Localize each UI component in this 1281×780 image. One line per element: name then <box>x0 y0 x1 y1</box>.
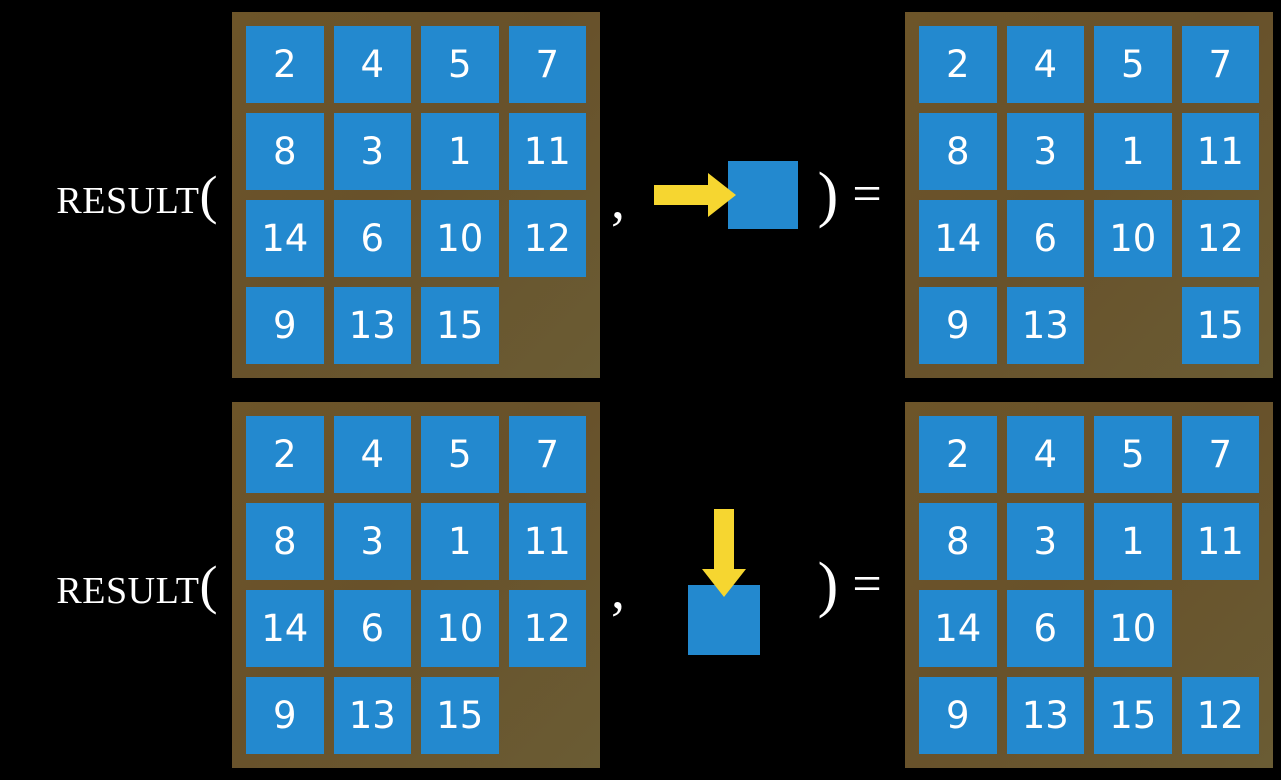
input-board-2: 2 4 5 7 8 3 1 11 14 6 10 12 9 13 15 <box>232 402 600 768</box>
tile[interactable]: 6 <box>333 590 411 667</box>
tile[interactable]: 10 <box>421 590 499 667</box>
tile[interactable]: 14 <box>919 590 997 667</box>
tile[interactable]: 8 <box>246 113 324 190</box>
arrow-right-icon <box>654 185 712 205</box>
action-move-right[interactable] <box>636 105 811 285</box>
tile[interactable]: 9 <box>919 677 997 754</box>
tile[interactable]: 9 <box>919 287 997 364</box>
equation-row-1: Result( 2 4 5 7 8 3 1 11 14 6 10 12 9 13… <box>56 12 1273 378</box>
tile[interactable]: 7 <box>508 416 586 493</box>
tile[interactable]: 8 <box>246 503 324 580</box>
result-function-label-2: Result( <box>56 555 218 615</box>
tile[interactable]: 5 <box>1094 416 1172 493</box>
tile[interactable]: 15 <box>421 287 499 364</box>
output-board-2: 2 4 5 7 8 3 1 11 14 6 10 9 13 15 12 <box>905 402 1273 768</box>
tile[interactable]: 11 <box>508 113 586 190</box>
tile[interactable]: 13 <box>1006 677 1084 754</box>
tile[interactable]: 10 <box>1094 590 1172 667</box>
tile[interactable]: 1 <box>1094 113 1172 190</box>
equals-sign: = <box>852 556 882 613</box>
output-board-1: 2 4 5 7 8 3 1 11 14 6 10 12 9 13 15 <box>905 12 1273 378</box>
tile[interactable]: 8 <box>919 113 997 190</box>
tile[interactable]: 7 <box>508 26 586 103</box>
tile[interactable]: 14 <box>919 200 997 277</box>
blank-cell <box>1094 287 1172 364</box>
input-board-1: 2 4 5 7 8 3 1 11 14 6 10 12 9 13 15 <box>232 12 600 378</box>
action-move-down[interactable] <box>636 495 811 675</box>
tile[interactable]: 6 <box>1006 200 1084 277</box>
tile[interactable]: 15 <box>1181 287 1259 364</box>
tile[interactable]: 4 <box>333 26 411 103</box>
tile[interactable]: 6 <box>1006 590 1084 667</box>
close-paren: ) <box>817 551 839 619</box>
tile[interactable]: 14 <box>246 590 324 667</box>
input-board-2-grid: 2 4 5 7 8 3 1 11 14 6 10 12 9 13 15 <box>246 416 586 754</box>
tile[interactable]: 2 <box>919 26 997 103</box>
tile[interactable]: 6 <box>333 200 411 277</box>
tile[interactable]: 3 <box>1006 503 1084 580</box>
output-board-1-grid: 2 4 5 7 8 3 1 11 14 6 10 12 9 13 15 <box>919 26 1259 364</box>
tile[interactable]: 12 <box>1181 677 1259 754</box>
tile[interactable]: 9 <box>246 677 324 754</box>
tile[interactable]: 3 <box>333 113 411 190</box>
equals-sign: = <box>852 166 882 223</box>
tile[interactable]: 9 <box>246 287 324 364</box>
tile[interactable]: 13 <box>1006 287 1084 364</box>
tile[interactable]: 8 <box>919 503 997 580</box>
comma-separator: , <box>611 169 625 231</box>
tile[interactable]: 3 <box>1006 113 1084 190</box>
arrow-down-icon-head <box>702 569 746 597</box>
tile[interactable]: 4 <box>333 416 411 493</box>
tile[interactable]: 15 <box>421 677 499 754</box>
arrow-right-icon-head <box>708 173 736 217</box>
tile[interactable]: 14 <box>246 200 324 277</box>
tile[interactable]: 2 <box>919 416 997 493</box>
tile[interactable]: 1 <box>421 113 499 190</box>
tile[interactable]: 12 <box>508 200 586 277</box>
tile[interactable]: 1 <box>421 503 499 580</box>
tile[interactable]: 7 <box>1181 416 1259 493</box>
tile[interactable]: 15 <box>1094 677 1172 754</box>
blank-cell <box>509 287 587 364</box>
tile[interactable]: 5 <box>421 416 499 493</box>
tile[interactable]: 3 <box>333 503 411 580</box>
close-paren: ) <box>817 161 839 229</box>
tile[interactable]: 12 <box>1181 200 1259 277</box>
tile[interactable]: 5 <box>421 26 499 103</box>
action-tile <box>728 161 798 229</box>
tile[interactable]: 13 <box>333 677 411 754</box>
equation-row-2: Result( 2 4 5 7 8 3 1 11 14 6 10 12 9 13… <box>0 390 1281 780</box>
blank-cell <box>1182 590 1260 667</box>
tile[interactable]: 4 <box>1006 416 1084 493</box>
tile[interactable]: 11 <box>508 503 586 580</box>
tile[interactable]: 5 <box>1094 26 1172 103</box>
tile[interactable]: 11 <box>1181 113 1259 190</box>
tile[interactable]: 4 <box>1006 26 1084 103</box>
operator-group-2: , ) = <box>600 402 905 768</box>
tile[interactable]: 12 <box>508 590 586 667</box>
tile[interactable]: 13 <box>333 287 411 364</box>
arrow-down-icon <box>714 509 734 573</box>
tile[interactable]: 10 <box>421 200 499 277</box>
input-board-1-grid: 2 4 5 7 8 3 1 11 14 6 10 12 9 13 15 <box>246 26 586 364</box>
tile[interactable]: 11 <box>1181 503 1259 580</box>
result-function-label-1: Result( <box>56 165 218 225</box>
operator-group-1: , ) = <box>600 12 905 378</box>
tile[interactable]: 10 <box>1094 200 1172 277</box>
blank-cell <box>509 677 587 754</box>
tile[interactable]: 1 <box>1094 503 1172 580</box>
tile[interactable]: 2 <box>246 26 324 103</box>
tile[interactable]: 2 <box>246 416 324 493</box>
tile[interactable]: 7 <box>1181 26 1259 103</box>
comma-separator: , <box>611 559 625 621</box>
output-board-2-grid: 2 4 5 7 8 3 1 11 14 6 10 9 13 15 12 <box>919 416 1259 754</box>
